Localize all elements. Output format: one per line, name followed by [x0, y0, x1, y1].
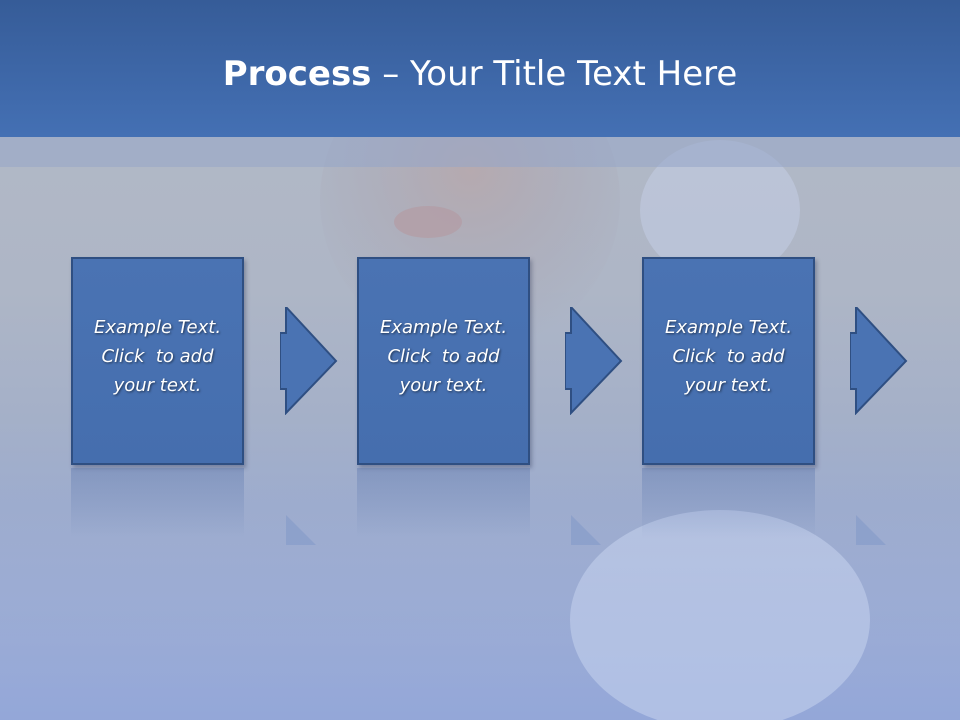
step-box-2[interactable]: Example Text. Click to add your text. [357, 257, 530, 465]
arrow-reflection-2 [571, 515, 601, 545]
title-bar: Process – Your Title Text Here [0, 0, 960, 137]
headpiece-shape [640, 140, 800, 280]
step-box-1[interactable]: Example Text. Click to add your text. [71, 257, 244, 465]
step-2-line-3: your text. [399, 375, 488, 396]
title-rest: – Your Title Text Here [371, 54, 738, 94]
header-band [0, 137, 960, 167]
step-reflection-3 [642, 468, 815, 538]
step-reflection-1 [71, 468, 244, 538]
title-bold: Process [222, 54, 372, 94]
step-2-line-1: Example Text. [379, 317, 508, 338]
step-text-1: Example Text. Click to add your text. [73, 313, 242, 400]
slide-title[interactable]: Process – Your Title Text Here [0, 50, 960, 98]
step-2-line-2: Click to add [387, 346, 500, 367]
step-3-line-1: Example Text. [664, 317, 793, 338]
arrow-icon-1 [280, 307, 338, 415]
step-1-line-3: your text. [113, 375, 202, 396]
step-text-3: Example Text. Click to add your text. [644, 313, 813, 400]
arrow-icon-2 [565, 307, 623, 415]
arrow-reflection-3 [856, 515, 886, 545]
white-tulle-shape [570, 510, 870, 720]
lips-shape [394, 206, 462, 238]
step-1-line-2: Click to add [101, 346, 214, 367]
step-text-2: Example Text. Click to add your text. [359, 313, 528, 400]
arrow-reflection-1 [286, 515, 316, 545]
step-1-line-1: Example Text. [93, 317, 222, 338]
step-3-line-3: your text. [684, 375, 773, 396]
step-3-line-2: Click to add [672, 346, 785, 367]
step-box-3[interactable]: Example Text. Click to add your text. [642, 257, 815, 465]
arrow-icon-3 [850, 307, 908, 415]
step-reflection-2 [357, 468, 530, 538]
